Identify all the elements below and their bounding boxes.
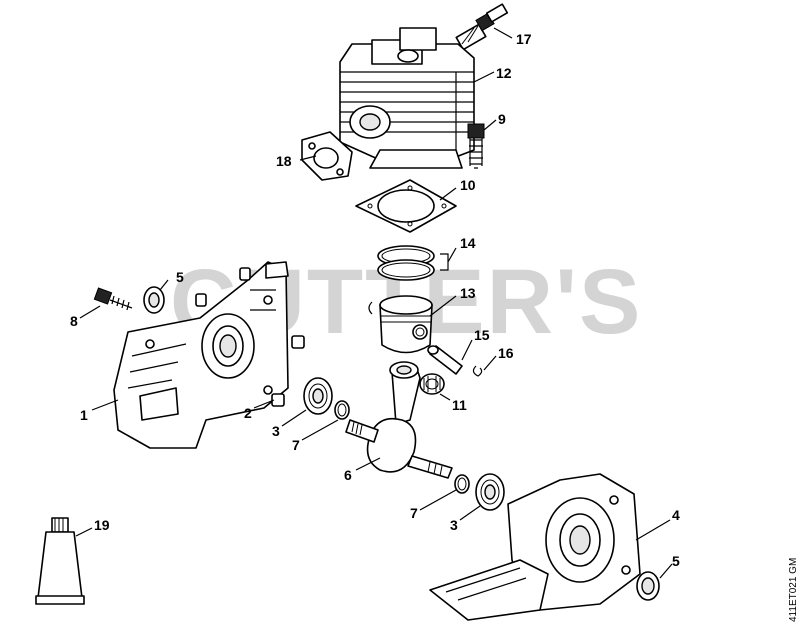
right-bearing bbox=[475, 473, 505, 511]
callout-6: 6 bbox=[344, 467, 352, 483]
drawing-code: 411ET021 GM bbox=[788, 558, 799, 622]
callout-17: 17 bbox=[516, 31, 532, 47]
oil-seal-right bbox=[636, 571, 660, 601]
cylinder bbox=[339, 27, 475, 169]
cylinder-screw bbox=[467, 123, 485, 169]
cylinder-base-gasket bbox=[355, 179, 457, 233]
right-crankcase bbox=[429, 473, 641, 621]
callout-2: 2 bbox=[244, 405, 252, 421]
left-bearing bbox=[303, 377, 333, 415]
right-shim-ring bbox=[454, 474, 470, 494]
callout-13: 13 bbox=[460, 285, 476, 301]
piston-rings bbox=[377, 245, 435, 281]
piston-circlip-left bbox=[368, 301, 373, 315]
callout-16: 16 bbox=[498, 345, 514, 361]
callout-5-right: 5 bbox=[672, 553, 680, 569]
piston-pin bbox=[427, 345, 463, 375]
grease-tube bbox=[35, 517, 85, 605]
callout-11: 11 bbox=[452, 397, 467, 413]
piston-circlip bbox=[472, 365, 483, 377]
exhaust-gasket bbox=[301, 131, 353, 181]
callout-3-right: 3 bbox=[450, 517, 458, 533]
callout-4: 4 bbox=[672, 507, 680, 523]
dowel-pin-upper bbox=[291, 335, 305, 349]
callout-5-left: 5 bbox=[176, 269, 184, 285]
piston bbox=[379, 295, 433, 354]
crankcase-screw bbox=[93, 287, 133, 311]
needle-cage bbox=[419, 373, 445, 395]
callout-14: 14 bbox=[460, 235, 476, 251]
dowel-pin-lower bbox=[271, 393, 285, 407]
callout-9: 9 bbox=[498, 111, 506, 127]
callout-18: 18 bbox=[276, 153, 292, 169]
callout-7-left: 7 bbox=[292, 437, 300, 453]
callout-19: 19 bbox=[94, 517, 110, 533]
left-shim-ring bbox=[334, 400, 350, 420]
callout-8: 8 bbox=[70, 313, 78, 329]
callout-12: 12 bbox=[496, 65, 512, 81]
callout-7-right: 7 bbox=[410, 505, 418, 521]
dowel-pin-top bbox=[195, 267, 251, 307]
oil-seal-left bbox=[143, 286, 165, 314]
callout-1: 1 bbox=[80, 407, 88, 423]
left-crankcase bbox=[113, 261, 289, 449]
callout-15: 15 bbox=[474, 327, 490, 343]
spark-plug bbox=[455, 3, 509, 51]
callout-3-left: 3 bbox=[272, 423, 280, 439]
callout-10: 10 bbox=[460, 177, 476, 193]
leader-lines bbox=[75, 27, 673, 579]
